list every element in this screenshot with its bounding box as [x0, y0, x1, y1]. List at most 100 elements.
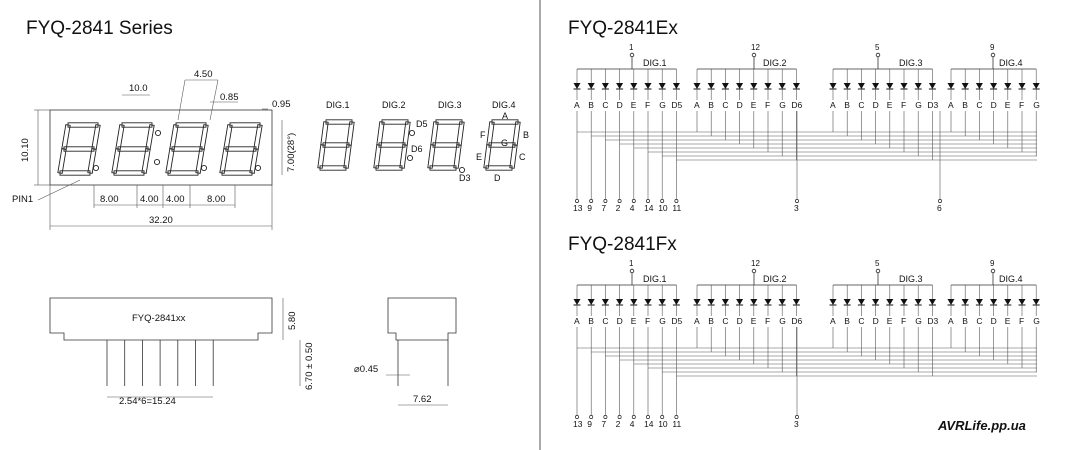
front-digit-3-seg-6 [171, 146, 203, 152]
common-pin-dot-2 [875, 268, 881, 274]
seg-name-0-6: G [659, 316, 666, 326]
pin-label-6: 10 [658, 419, 668, 429]
led-diode-3-6 [1032, 299, 1040, 305]
led-diode-2-3 [872, 83, 880, 89]
extra-pin-dot-1 [938, 199, 942, 203]
side-digit-3-seg-6 [432, 142, 460, 148]
seg-name-2-7: D3 [927, 316, 938, 326]
led-diode-3-4 [1004, 83, 1012, 89]
front-digit-2-seg-0 [121, 122, 153, 128]
dim-lead-len: 6.70 ± 0.50 [304, 343, 315, 390]
side-digit-1-seg-0 [325, 119, 353, 125]
digit-name-2: DIG.3 [899, 274, 923, 284]
pin-dot-4 [631, 199, 636, 203]
seg-label-d6: D6 [411, 144, 423, 154]
front-digit-2-seg-6 [117, 146, 149, 152]
front-digit-1-seg-3 [59, 170, 91, 176]
side-digit-4-seg-3 [485, 165, 513, 171]
seg-name-3-4: E [1005, 100, 1011, 110]
pin-label-3: 2 [616, 419, 621, 429]
side-digit-2-seg-3 [375, 165, 403, 171]
led-diode-3-3 [990, 83, 998, 89]
front-digit-3-seg-3 [167, 170, 199, 176]
seg-label-b: B [523, 130, 529, 140]
series-title: FYQ-2841 Series [26, 18, 173, 39]
pin-dot-7 [674, 199, 679, 203]
seg-name-0-4: E [631, 316, 637, 326]
dim-digit-h: 7.00(28°) [286, 133, 297, 172]
dim-lead-dia: ⌀0.45 [354, 364, 378, 375]
common-pin-label-3: 9 [990, 259, 995, 268]
extra-pin-label-0: 3 [794, 203, 799, 213]
led-diode-1-1 [707, 83, 715, 89]
led-diode-1-0 [693, 299, 701, 305]
schematic-title-fx: FYQ-2841Fx [568, 234, 677, 255]
seg-name-0-7: D5 [671, 316, 682, 326]
led-diode-2-4 [886, 299, 894, 305]
led-diode-3-5 [1018, 299, 1026, 305]
pin1-label: PIN1 [12, 194, 33, 205]
seg-name-0-5: F [645, 316, 650, 326]
side-digit-4-seg-6 [488, 142, 516, 148]
side-digit-2-dot-1 [406, 154, 414, 162]
pin-label-1: 9 [587, 203, 592, 213]
side-digit-3-dot-0 [458, 166, 466, 174]
seg-name-3-5: F [1019, 100, 1024, 110]
seg-name-2-2: C [858, 100, 864, 110]
front-digit-1-seg-5 [61, 124, 71, 150]
dim-dot-off: 0.95 [272, 99, 291, 110]
led-diode-2-2 [857, 299, 865, 305]
led-diode-0-5 [644, 83, 652, 89]
digit-diagrams: DIG.1 DIG.2 DIG.3 DIG.4 D5 D6 D3 A F B G… [317, 100, 529, 183]
led-diode-1-4 [750, 83, 758, 89]
seg-name-0-4: E [631, 100, 637, 110]
front-digit-4-seg-2 [249, 148, 259, 174]
seg-name-1-7: D6 [791, 100, 802, 110]
led-diode-0-7 [672, 299, 680, 305]
led-diode-1-2 [721, 299, 729, 305]
pin-dot-1 [589, 415, 594, 419]
dim-w2: 4.00 [140, 194, 159, 205]
side-digit-3-seg-3 [429, 165, 457, 171]
digit-name-2: DIG.3 [899, 58, 923, 68]
led-diode-0-6 [658, 83, 666, 89]
seg-name-2-3: D [873, 100, 879, 110]
dim-w4: 8.00 [207, 194, 226, 205]
pin-dot-5 [646, 415, 650, 419]
seg-name-0-0: A [574, 316, 580, 326]
seg-name-3-1: B [962, 100, 968, 110]
pin-dot-7 [674, 415, 679, 419]
common-pin-dot-0 [629, 52, 635, 58]
side-digit-3-seg-2 [453, 144, 462, 169]
front-digit-3-seg-4 [165, 148, 175, 174]
side-body-outline [49, 297, 273, 341]
pin-dot-4 [631, 415, 636, 419]
seg-name-0-2: C [602, 100, 608, 110]
seg-name-2-5: F [901, 100, 906, 110]
dig-label-2: DIG.2 [382, 100, 406, 110]
dim-top-pitch: 10.0 [129, 83, 148, 94]
led-diode-1-5 [764, 299, 772, 305]
front-digit-4-seg-1 [253, 124, 263, 150]
seg-label-d3: D3 [459, 173, 471, 183]
front-digit-4-seg-5 [223, 124, 233, 150]
seg-label-d5: D5 [416, 119, 428, 129]
led-diode-3-2 [975, 83, 983, 89]
pin-label-4: 4 [630, 419, 635, 429]
pin-dot-2 [603, 199, 608, 203]
led-diode-0-7 [672, 83, 680, 89]
seg-name-1-2: C [722, 316, 728, 326]
side-digit-1-seg-3 [319, 165, 347, 171]
common-pin-dot-1 [751, 52, 757, 58]
side-view: FYQ-2841xx 2.54*6=15.24 5.80 6.70 ± 0.50 [49, 297, 315, 407]
front-digit-1-dot-0 [92, 164, 100, 172]
front-digit-2-seg-4 [111, 148, 121, 174]
led-diode-0-2 [601, 83, 609, 89]
seg-name-0-3: D [617, 316, 623, 326]
pin1-leader [37, 179, 81, 201]
pin-dot-6 [660, 415, 665, 419]
seg-name-3-0: A [948, 100, 954, 110]
seg-name-1-1: B [708, 100, 714, 110]
seg-name-1-6: G [779, 316, 786, 326]
pin-label-6: 10 [658, 203, 668, 213]
